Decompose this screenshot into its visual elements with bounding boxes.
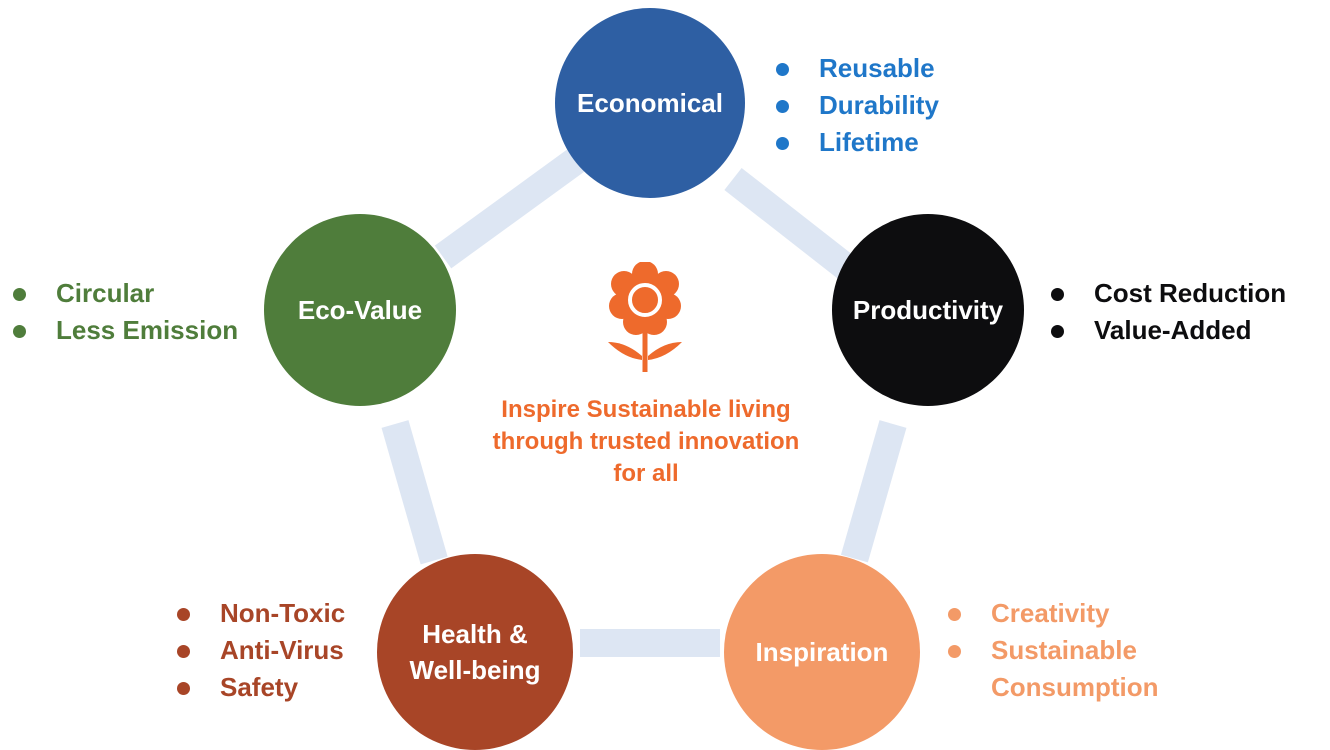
node-health: Health & Well-being: [377, 554, 573, 750]
node-inspiration-label: Inspiration: [755, 637, 889, 667]
productivity-bullets: Cost Reduction Value-Added: [1048, 275, 1286, 349]
bullet-item: Durability: [773, 87, 939, 124]
inspiration-bullets: Creativity Sustainable Consumption: [945, 595, 1159, 706]
eco-value-bullets: Circular Less Emission: [10, 275, 238, 349]
node-economical: Economical: [555, 8, 745, 198]
bullet-item: Value-Added: [1048, 312, 1286, 349]
bullet-item: Lifetime: [773, 124, 939, 161]
node-productivity: Productivity: [832, 214, 1024, 406]
bullet-item: Non-Toxic: [174, 595, 345, 632]
bullet-item: Cost Reduction: [1048, 275, 1286, 312]
node-health-label: Health & Well-being: [409, 619, 541, 685]
bullet-item: Circular: [10, 275, 238, 312]
health-bullets: Non-Toxic Anti-Virus Safety: [174, 595, 345, 706]
flower-icon: [608, 262, 682, 372]
economical-bullets: Reusable Durability Lifetime: [773, 50, 939, 161]
bullet-item: Anti-Virus: [174, 632, 345, 669]
bullet-item: Creativity: [945, 595, 1159, 632]
connector-ecovalue-economical: [434, 146, 588, 269]
bullet-item: Reusable: [773, 50, 939, 87]
node-productivity-label: Productivity: [852, 295, 1004, 325]
bullet-item: Less Emission: [10, 312, 238, 349]
node-eco-value: Eco-Value: [264, 214, 456, 406]
center-mission-text: Inspire Sustainable living through trust…: [492, 396, 800, 487]
connector-inspiration-health: [580, 629, 720, 657]
bullet-item: Sustainable Consumption: [945, 632, 1159, 706]
connector-health-ecovalue: [381, 420, 448, 565]
node-eco-value-label: Eco-Value: [297, 295, 423, 325]
node-economical-label: Economical: [577, 88, 723, 118]
node-inspiration: Inspiration: [724, 554, 920, 750]
bullet-item: Safety: [174, 669, 345, 706]
